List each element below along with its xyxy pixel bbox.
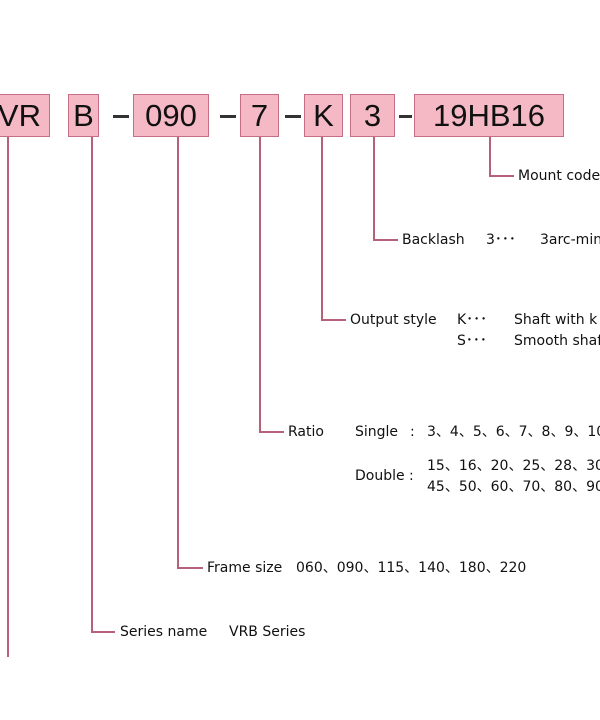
connector-backlash bbox=[373, 137, 375, 241]
connector-output-h bbox=[321, 319, 346, 321]
ratio-double-line1: 15、16、20、25、28、30、 bbox=[427, 458, 600, 474]
output-s-desc: Smooth shaf bbox=[514, 333, 600, 349]
connector-vr bbox=[7, 137, 9, 657]
ratio-double-line2: 45、50、60、70、80、90、 bbox=[427, 479, 600, 495]
separator-dash bbox=[399, 115, 412, 118]
connector-ratio-h bbox=[259, 431, 284, 433]
ratio-double-label: Double : bbox=[355, 468, 414, 484]
output-s-code: S･･･ bbox=[457, 333, 487, 349]
code-box-frame: 090 bbox=[133, 94, 209, 137]
connector-frame-h bbox=[177, 567, 203, 569]
connector-ratio bbox=[259, 137, 261, 433]
frame-values: 060、090、115、140、180、220 bbox=[296, 560, 527, 576]
output-label: Output style bbox=[350, 312, 437, 328]
series-value: VRB Series bbox=[229, 624, 306, 640]
separator-dash bbox=[285, 115, 301, 118]
code-box-series: B bbox=[68, 94, 99, 137]
mount-label: Mount code bbox=[518, 168, 600, 184]
code-box-backlash: 3 bbox=[350, 94, 395, 137]
ratio-colon: : bbox=[410, 424, 415, 440]
separator-dash bbox=[113, 115, 129, 118]
code-vr: VR bbox=[0, 97, 41, 133]
frame-label: Frame size bbox=[207, 560, 283, 576]
ratio-single-label: Single bbox=[355, 424, 399, 440]
connector-series-h bbox=[91, 631, 115, 633]
connector-series bbox=[91, 137, 93, 633]
code-box-output: K bbox=[304, 94, 343, 137]
connector-backlash-h bbox=[373, 239, 398, 241]
backlash-desc: 3arc-min bbox=[540, 232, 600, 248]
code-box-mount: 19HB16 bbox=[414, 94, 564, 137]
separator-dash bbox=[220, 115, 236, 118]
ratio-single-values: 3、4、5、6、7、8、9、10 bbox=[427, 424, 600, 440]
ratio-label: Ratio bbox=[288, 424, 324, 440]
output-k-code: K･･･ bbox=[457, 312, 488, 328]
connector-mount bbox=[489, 137, 491, 177]
series-label: Series name bbox=[120, 624, 208, 640]
code-box-vr: VR bbox=[0, 94, 50, 137]
backlash-label: Backlash bbox=[402, 232, 465, 248]
connector-output bbox=[321, 137, 323, 321]
backlash-code: 3･･･ bbox=[486, 232, 516, 248]
connector-frame bbox=[177, 137, 179, 569]
code-box-ratio: 7 bbox=[240, 94, 279, 137]
connector-mount-h bbox=[489, 175, 514, 177]
output-k-desc: Shaft with k bbox=[514, 312, 598, 328]
